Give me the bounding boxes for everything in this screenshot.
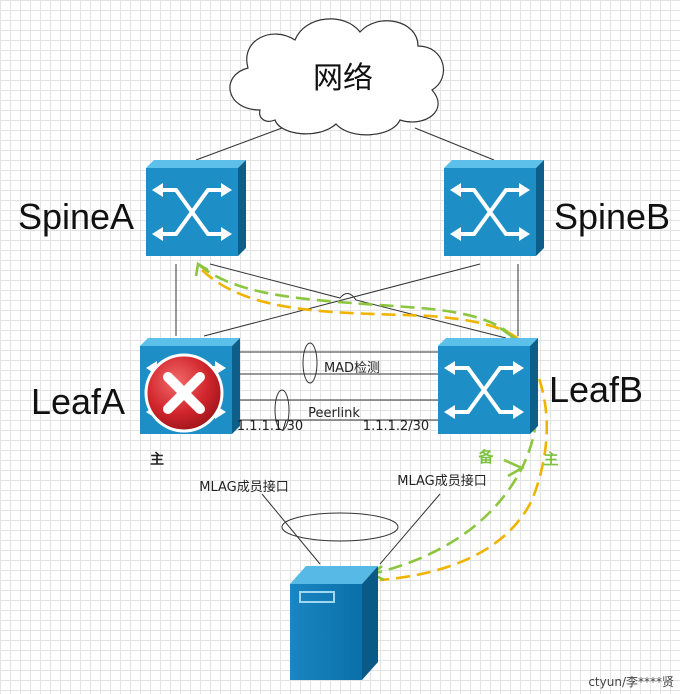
peer-links: [232, 342, 444, 431]
leaf-a-role: 主: [150, 451, 164, 468]
spine-a-switch[interactable]: [144, 158, 248, 258]
mlag-links: [261, 493, 441, 565]
watermark: ctyun/李****贤: [588, 674, 674, 689]
server-icon[interactable]: [290, 566, 378, 680]
leaf-a-label: LeafA: [31, 381, 125, 422]
leaf-b-ip-label: 1.1.1.2/30: [363, 419, 429, 434]
backup-role-label: 备: [477, 448, 494, 466]
uplinks: [195, 127, 495, 161]
spine-a-label: SpineA: [18, 196, 134, 237]
mad-link-label: MAD检测: [324, 361, 380, 376]
leaf-a-switch[interactable]: [138, 336, 242, 436]
network-cloud: 网络: [229, 18, 445, 136]
peerlink-label: Peerlink: [308, 406, 360, 421]
master-role-label: 主: [543, 450, 558, 468]
leaf-a-ip-label: 1.1.1.1/30: [237, 419, 303, 434]
cloud-label: 网络: [313, 62, 373, 95]
fabric-links: [175, 263, 519, 339]
error-icon: [144, 353, 224, 433]
spine-b-switch[interactable]: [442, 158, 546, 258]
spine-b-label: SpineB: [554, 196, 670, 237]
mlag-b-label: MLAG成员接口: [397, 473, 487, 489]
mlag-a-label: MLAG成员接口: [199, 479, 289, 495]
leaf-b-label: LeafB: [549, 369, 643, 410]
leaf-b-switch[interactable]: [436, 336, 540, 436]
